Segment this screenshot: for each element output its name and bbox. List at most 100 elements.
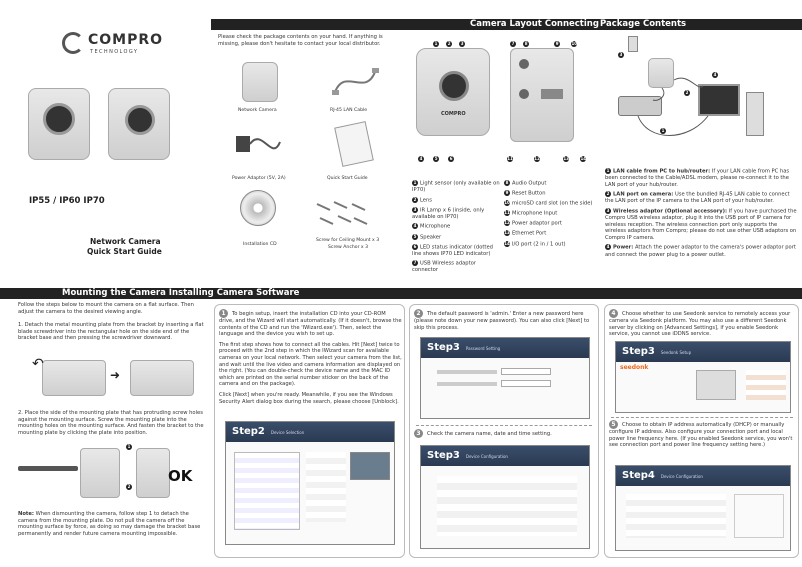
callout-10: 10 (571, 40, 578, 47)
quick-guide-image (334, 121, 374, 167)
package-item-guide: Quick Start Guide (327, 176, 368, 181)
callout-13: 13 (563, 155, 570, 162)
cable-callout-2: 2 (684, 90, 690, 96)
camera-image-2 (108, 88, 170, 160)
package-intro: Please check the package contents on you… (218, 34, 383, 47)
camera-image-1 (28, 88, 90, 160)
mounting-step-2: 2. Place the side of the mounting plate … (18, 410, 204, 436)
layout-bottom-numbers: 4 5 6 (418, 148, 456, 167)
callout-9: 9 (554, 40, 561, 47)
compro-logo-icon (62, 32, 84, 54)
layout-header: Camera Layout Connecting the Cables (470, 19, 600, 29)
callout-1: 1 (433, 40, 439, 47)
mounting-intro: Follow the steps below to mount the came… (18, 302, 194, 315)
monitor-image (698, 84, 740, 116)
callout-3: 3 (459, 40, 466, 47)
cable-lines (637, 77, 709, 136)
package-item-cd: Installation CD (243, 242, 277, 247)
mount-diagram-2: 1 2 (18, 444, 208, 504)
divider (611, 417, 793, 418)
mount-callout-1: 1 (126, 444, 132, 450)
package-header: Package Contents (600, 19, 687, 29)
callout-4: 4 (418, 155, 424, 162)
layout-top-numbers-back: 7 8 9 10 (510, 33, 579, 52)
cable-callout-4: 4 (712, 72, 718, 78)
cable-callout-3: 3 (618, 52, 624, 58)
mounting-header: Mounting the Camera Installing Camera So… (62, 288, 300, 298)
package-item-power: Power Adaptor (5V, 2A) (232, 176, 286, 181)
router-image (618, 96, 662, 116)
package-item-lan: RJ-45 LAN Cable (330, 108, 368, 113)
screws-image (316, 201, 368, 225)
package-camera-image (242, 62, 278, 102)
package-item-camera: Network Camera (238, 108, 277, 113)
callout-2: 2 (446, 40, 453, 47)
cable-callout-1: 1 (660, 128, 666, 134)
cable-camera-image (648, 58, 674, 88)
callout-14: 14 (580, 155, 587, 162)
mount-callout-2: 2 (126, 484, 132, 490)
package-item-screw: Screw for Ceiling Mount x 3 (316, 238, 380, 243)
usb-adaptor-image (628, 36, 638, 52)
lan-cable-image (332, 68, 379, 95)
mounting-step-1: 1. Detach the metal mounting plate from … (18, 322, 204, 342)
divider (416, 425, 592, 426)
layout-top-numbers: 1 2 3 (433, 33, 467, 52)
guide-title-1: Network Camera (90, 237, 161, 246)
layout-bottom-numbers-back: 11 12 13 14 (507, 148, 588, 167)
callout-7: 7 (510, 40, 516, 47)
seedonk-logo: seedonk (620, 364, 649, 371)
callout-5: 5 (433, 155, 440, 162)
guide-title-2: Quick Start Guide (87, 247, 162, 256)
cd-image (240, 190, 276, 226)
mount-diagram-1: ↶ ➜ (30, 350, 206, 400)
cover-panel: COMPRO TECHNOLOGY IP55 / IP60 IP70 Netwo… (0, 0, 210, 285)
callout-6: 6 (448, 155, 455, 162)
callout-12: 12 (534, 155, 541, 162)
callout-11: 11 (507, 155, 513, 162)
camera-back-image (510, 48, 574, 142)
mounting-header-bar (0, 288, 802, 299)
cable-diagram: 1 2 3 4 (608, 32, 800, 162)
brand-name: COMPRO (88, 32, 164, 48)
layout-header-bar (402, 19, 802, 30)
mounting-note: Note: When dismounting the camera, follo… (18, 511, 201, 537)
package-item-anchor: Screw Anchor x 3 (328, 245, 369, 250)
pc-tower-image (746, 92, 764, 136)
model-names: IP55 / IP60 IP70 (29, 196, 105, 206)
ok-label: OK (168, 467, 193, 485)
